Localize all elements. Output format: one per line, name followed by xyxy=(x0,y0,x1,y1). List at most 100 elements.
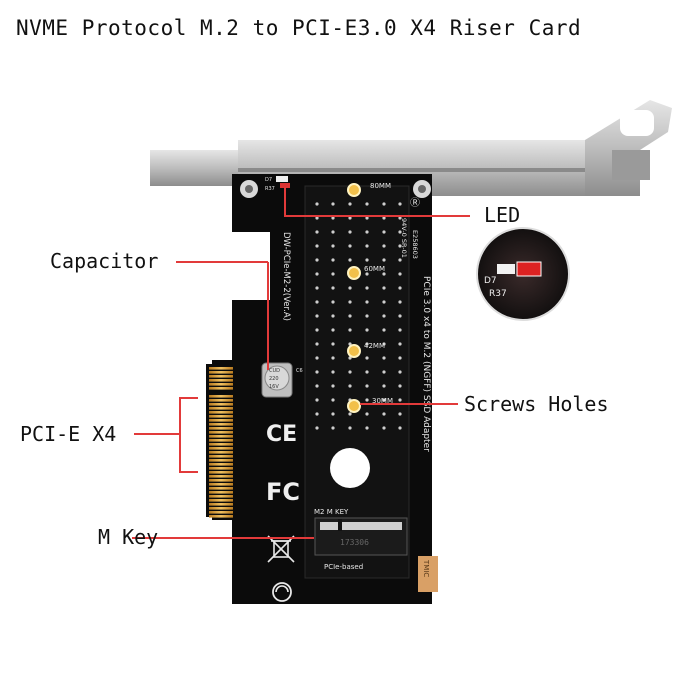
gold-finger xyxy=(209,375,233,378)
via-dot xyxy=(382,412,386,416)
via-dot xyxy=(398,258,402,262)
gold-finger xyxy=(209,495,233,498)
led-zoom-inset: D7 R37 xyxy=(476,227,570,321)
via-dot xyxy=(382,244,386,248)
cert-silkscreen-1: 94V-0 SR-01 xyxy=(400,218,408,258)
via-dot xyxy=(315,314,319,318)
weee-bin-icon xyxy=(267,535,295,563)
pcie-based-silkscreen: PCIe-based xyxy=(324,563,363,571)
via-dot xyxy=(365,328,369,332)
via-dot xyxy=(348,244,352,248)
via-dot xyxy=(398,426,402,430)
via-dot xyxy=(365,398,369,402)
via-dot xyxy=(365,258,369,262)
size-42mm-label: 42MM xyxy=(364,342,385,350)
via-dot xyxy=(315,202,319,206)
via-dot xyxy=(382,300,386,304)
via-dot xyxy=(331,202,335,206)
via-dot xyxy=(331,370,335,374)
size-30mm-label: 30MM xyxy=(372,397,393,405)
pcie-bracket-line xyxy=(134,397,198,473)
svg-text:16V: 16V xyxy=(269,384,279,390)
adapter-silkscreen: PCIe 3.0 x4 to M.2 (NGFF) SSD Adapter xyxy=(421,276,431,452)
corner-screw-icons xyxy=(240,180,431,198)
fc-mark-icon: FC xyxy=(266,478,300,506)
via-dot xyxy=(382,314,386,318)
led-component: D7 R37 xyxy=(265,176,290,192)
via-dot xyxy=(331,258,335,262)
via-dot xyxy=(365,244,369,248)
recycle-icon xyxy=(272,582,292,602)
cert-silkscreen-2: E258603 xyxy=(411,230,419,259)
gold-finger xyxy=(209,475,233,478)
via-dot xyxy=(315,398,319,402)
gold-finger xyxy=(209,443,233,446)
gold-finger xyxy=(209,451,233,454)
gold-finger xyxy=(209,407,233,410)
size-60mm-label: 60MM xyxy=(364,265,385,273)
via-dot xyxy=(331,356,335,360)
via-dot xyxy=(365,412,369,416)
via-dot xyxy=(382,328,386,332)
callout-lines xyxy=(132,187,470,539)
gold-finger xyxy=(209,471,233,474)
pcie-gold-fingers xyxy=(206,364,236,518)
gold-finger xyxy=(209,427,233,430)
svg-text:CUD: CUD xyxy=(269,368,280,374)
ce-mark-icon: CE xyxy=(266,422,297,447)
via-dot xyxy=(331,426,335,430)
via-dot xyxy=(348,384,352,388)
via-dot xyxy=(315,328,319,332)
resistor-code: R37 xyxy=(265,186,275,192)
gold-finger xyxy=(209,423,233,426)
gold-finger xyxy=(209,387,233,390)
via-dot xyxy=(315,370,319,374)
via-dot xyxy=(348,412,352,416)
via-dot xyxy=(331,412,335,416)
via-dot xyxy=(382,286,386,290)
via-dot xyxy=(348,230,352,234)
via-dot xyxy=(382,370,386,374)
via-dot xyxy=(398,342,402,346)
via-dot xyxy=(398,244,402,248)
via-dot xyxy=(382,202,386,206)
gold-finger xyxy=(209,511,233,514)
via-dot xyxy=(398,216,402,220)
via-dot xyxy=(348,328,352,332)
gold-finger xyxy=(209,515,233,518)
gold-finger xyxy=(209,383,233,386)
capacitor-callout-label: Capacitor xyxy=(50,249,159,273)
via-dot xyxy=(315,300,319,304)
via-dot xyxy=(365,300,369,304)
via-dot xyxy=(348,370,352,374)
capacitor-component: CUD 220 16V C6 xyxy=(261,362,303,398)
via-dot xyxy=(398,286,402,290)
via-dot xyxy=(331,328,335,332)
gold-finger xyxy=(209,411,233,414)
gold-finger xyxy=(209,503,233,506)
via-dot xyxy=(382,258,386,262)
via-dot xyxy=(315,244,319,248)
via-dot xyxy=(315,342,319,346)
via-dot xyxy=(348,426,352,430)
screw-holes xyxy=(347,183,361,413)
via-dot xyxy=(315,286,319,290)
gold-finger xyxy=(209,447,233,450)
via-dot xyxy=(365,230,369,234)
screws-callout-label: Screws Holes xyxy=(464,392,609,416)
gold-finger xyxy=(209,399,233,402)
via-dot xyxy=(331,286,335,290)
via-dot xyxy=(398,356,402,360)
gold-finger xyxy=(209,487,233,490)
via-dot xyxy=(398,370,402,374)
via-dot xyxy=(315,426,319,430)
via-dot xyxy=(365,370,369,374)
gold-finger xyxy=(209,479,233,482)
via-dot xyxy=(365,216,369,220)
via-dot xyxy=(348,300,352,304)
led-callout-label: LED xyxy=(484,203,521,227)
gold-finger xyxy=(209,483,233,486)
via-dot xyxy=(382,384,386,388)
m2-connector: 173306 xyxy=(314,517,408,556)
via-dot xyxy=(398,314,402,318)
